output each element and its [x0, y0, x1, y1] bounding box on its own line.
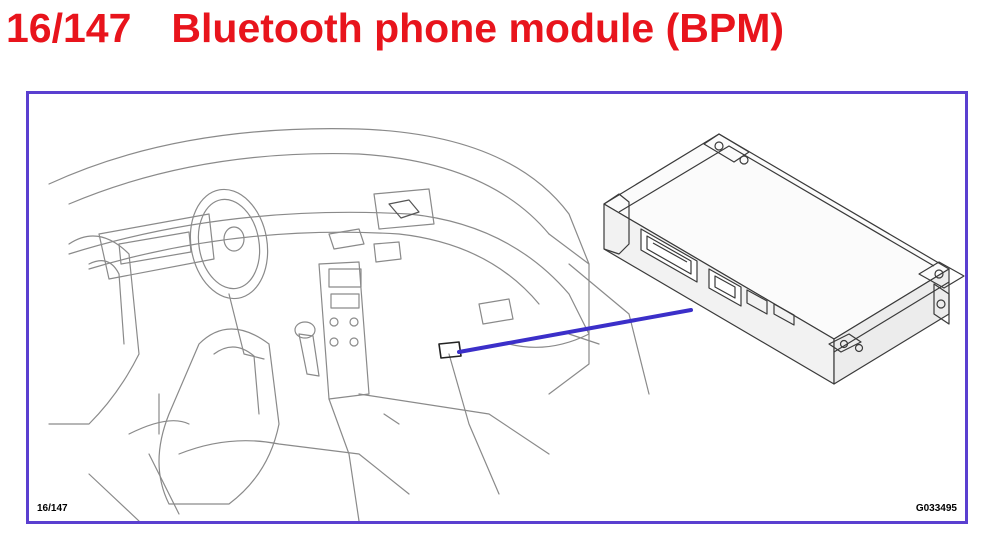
page-title: 16/147 Bluetooth phone module (BPM): [6, 4, 784, 52]
module-location-pointer: [457, 308, 693, 354]
figure-frame: 16/147 G033495: [26, 91, 968, 524]
figure-code-label: G033495: [915, 503, 957, 514]
diagram-canvas: [48, 128, 965, 521]
title-number: 16/147: [6, 5, 132, 51]
car-interior-drawing: [48, 128, 650, 521]
figure-number-label: 16/147: [37, 503, 68, 514]
bluetooth-phone-module-drawing: [603, 133, 965, 385]
title-text: Bluetooth phone module (BPM): [171, 5, 785, 51]
